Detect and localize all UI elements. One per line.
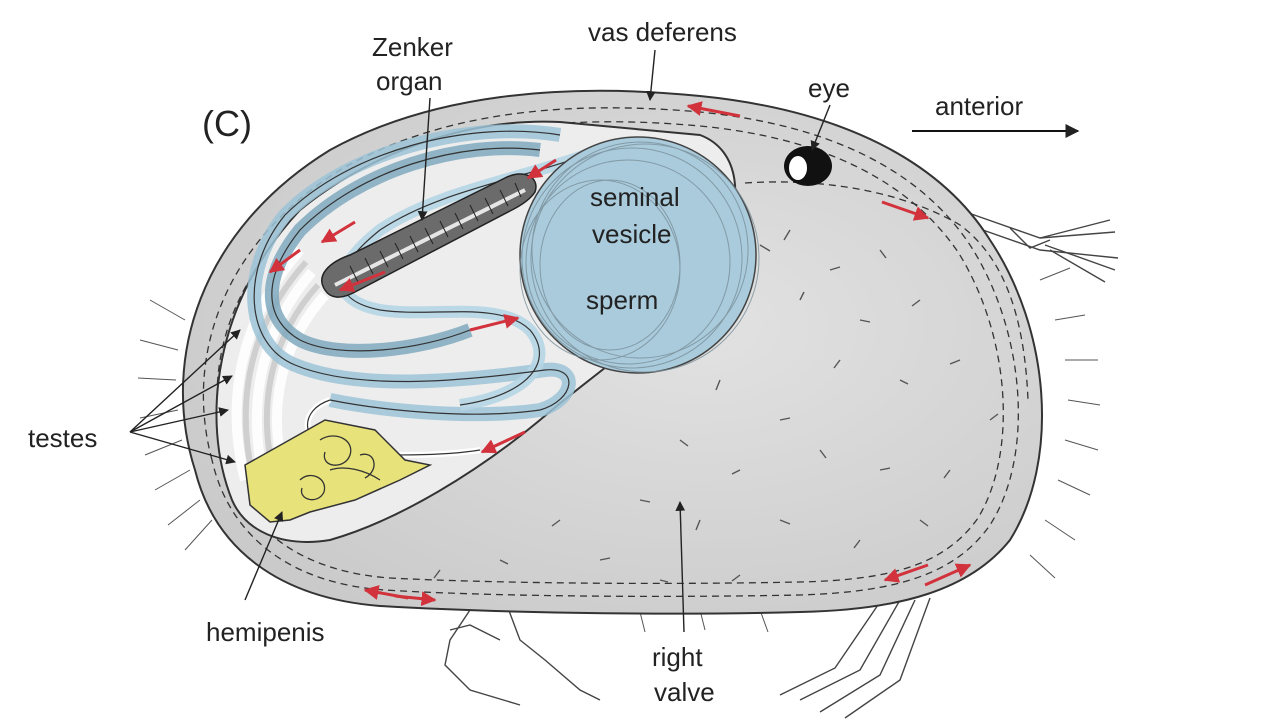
shell-setae [137, 267, 1101, 633]
label-sperm: sperm [586, 285, 658, 315]
eye-icon [784, 146, 832, 186]
label-zenker-line2: organ [376, 66, 443, 96]
label-seminal-line2: vesicle [592, 219, 671, 249]
label-right-valve-line1: right [652, 642, 703, 672]
label-hemipenis: hemipenis [206, 617, 325, 647]
shell-texture [433, 229, 999, 583]
label-zenker-line1: Zenker [372, 32, 453, 62]
zenker-organ [321, 173, 537, 298]
label-anterior: anterior [935, 91, 1023, 121]
label-testes: testes [28, 423, 97, 453]
label-right-valve-line2: valve [654, 677, 715, 707]
appendages [444, 209, 1119, 719]
label-vas-deferens: vas deferens [588, 17, 737, 47]
label-eye: eye [808, 73, 850, 103]
flow-arrows [268, 101, 972, 607]
seminal-vesicle [519, 136, 760, 374]
label-seminal-line1: seminal [590, 182, 680, 212]
hemipenis [244, 419, 433, 523]
panel-label: (C) [202, 103, 252, 144]
leader-lines [129, 49, 831, 633]
